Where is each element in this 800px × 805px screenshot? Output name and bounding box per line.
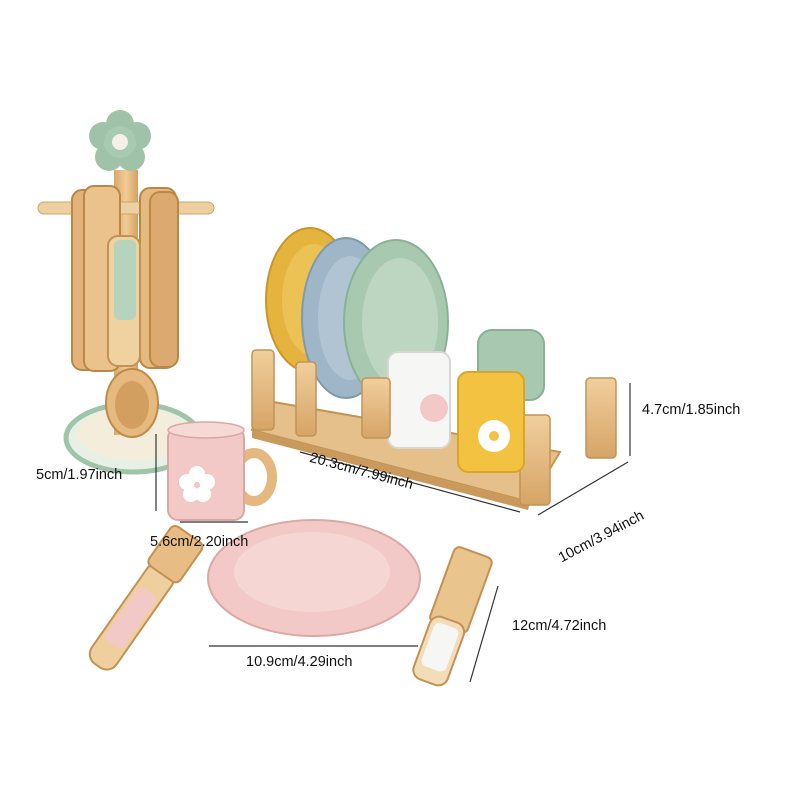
dish-rack bbox=[250, 227, 617, 510]
utensil-stand bbox=[37, 110, 215, 475]
pink-plate bbox=[207, 519, 421, 637]
dimension-lines bbox=[155, 383, 631, 683]
rack-height-label: 4.7cm/1.85inch bbox=[642, 402, 741, 418]
knife-length-label: 12cm/4.72inch bbox=[512, 618, 607, 634]
cup-width-label: 5.6cm/2.20inch bbox=[150, 534, 249, 550]
plate-diameter-label: 10.9cm/4.29inch bbox=[246, 654, 353, 670]
wooden-fork bbox=[88, 525, 204, 671]
wooden-knife bbox=[412, 546, 493, 687]
pink-cup bbox=[167, 421, 277, 521]
cup-height-label: 5cm/1.97inch bbox=[36, 467, 123, 483]
